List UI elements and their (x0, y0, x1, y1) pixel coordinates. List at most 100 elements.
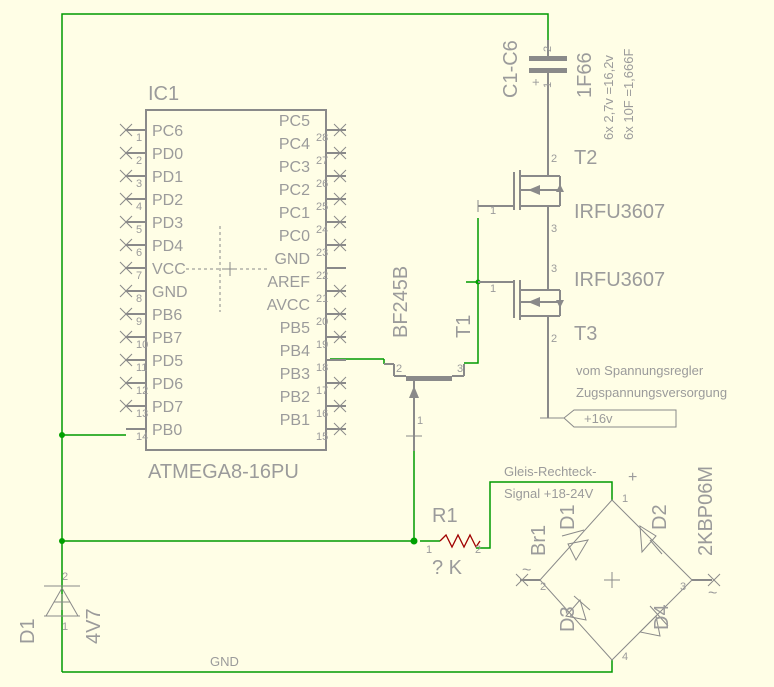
no-connect-mark (119, 284, 133, 298)
svg-text:2: 2 (542, 46, 554, 52)
no-connect-mark (333, 215, 347, 229)
svg-text:~: ~ (522, 562, 531, 579)
no-connect-mark (119, 307, 133, 321)
bridge-rectifier-br1: Gleis-Rechteck- Signal +18-24V + 1 2 3 4… (504, 464, 721, 663)
wires (61, 13, 613, 673)
wire-gates (464, 218, 479, 364)
svg-text:2: 2 (551, 333, 557, 345)
ic1-pin-number: 27 (316, 155, 328, 167)
mosfet-t2: 2 1 3 T2 IRFU3607 (477, 147, 665, 240)
zener-d1: 2 1 D1 4V7 (17, 571, 105, 644)
ic1-pin-number: 3 (136, 178, 142, 190)
ic1-pin-number: 15 (316, 431, 328, 443)
ic1-pin-number: 9 (136, 316, 142, 328)
no-connect-mark (119, 192, 133, 206)
ic1-pin-name: PC2 (279, 182, 310, 199)
ic1-pin-number: 24 (316, 224, 328, 236)
ic1-pin-number: 7 (136, 270, 142, 282)
svg-text:2: 2 (475, 544, 481, 556)
wire-signal (476, 481, 613, 549)
ic1-pin-name: PB7 (152, 330, 182, 347)
svg-text:~: ~ (708, 585, 717, 602)
no-connect-mark (119, 353, 133, 367)
r1-value: ? K (432, 557, 463, 579)
ic1-ref: IC1 (148, 83, 179, 105)
no-connect-mark (333, 192, 347, 206)
bridge-ref: Br1 (528, 525, 550, 556)
svg-text:1: 1 (490, 283, 496, 295)
ic1-pin-number: 19 (316, 339, 328, 351)
supply-line-2: Zugspannungsversorgung (576, 385, 727, 400)
r1-ref: R1 (432, 505, 458, 527)
wire-top-loop (61, 13, 549, 672)
no-connect-mark (333, 284, 347, 298)
svg-text:1: 1 (542, 82, 554, 88)
junction-r1 (410, 537, 418, 545)
ic1-pin-name: GND (274, 251, 310, 268)
svg-text:2: 2 (540, 581, 546, 593)
svg-text:3: 3 (551, 263, 557, 275)
ic1-pin-name: PB2 (280, 389, 310, 406)
svg-text:+: + (628, 469, 637, 486)
ic1-pin-number: 21 (316, 293, 328, 305)
ic1-pin-number: 11 (136, 362, 147, 374)
no-connect-mark (119, 169, 133, 183)
t2-ref: T2 (574, 147, 597, 169)
svg-text:3: 3 (551, 223, 557, 235)
cap-note-1: 6x 2,7v =16,2v (601, 55, 616, 140)
zener-value: 4V7 (83, 608, 105, 644)
no-connect-mark (119, 261, 133, 275)
ic1-body (145, 109, 327, 451)
svg-text:2: 2 (396, 363, 402, 375)
ic1-pin-number: 25 (316, 201, 328, 213)
no-connect-mark (119, 146, 133, 160)
ic1-pin-number: 2 (136, 155, 142, 167)
no-connect-mark (333, 146, 347, 160)
cap-note-2: 6x 10F =1,666F (621, 49, 636, 140)
no-connect-mark (333, 376, 347, 390)
ic1-pin-name: PC3 (279, 159, 310, 176)
bridge-value: 2KBP06M (695, 466, 717, 556)
wire-gnd (62, 660, 613, 673)
ic1-pin-name: PC0 (279, 228, 310, 245)
ic1-pin-name: PD2 (152, 192, 183, 209)
t3-value: IRFU3607 (574, 269, 665, 291)
ic1-pin-number: 16 (316, 408, 328, 420)
signal-line-1: Gleis-Rechteck- (504, 464, 596, 479)
svg-text:D4: D4 (651, 604, 673, 630)
svg-text:1: 1 (490, 205, 496, 217)
junction-pb0 (59, 432, 65, 438)
no-connect-mark (119, 123, 133, 137)
no-connect-mark (333, 238, 347, 252)
ic1-pin-number: 5 (136, 224, 142, 236)
svg-text:2: 2 (62, 571, 68, 583)
ic1-pin-number: 4 (136, 201, 142, 213)
no-connect-mark (333, 330, 347, 344)
ic1-pin-name: PB0 (152, 422, 182, 439)
no-connect-mark (119, 376, 133, 390)
ic1-pin-number: 12 (136, 385, 148, 397)
ic1-pin-number: 14 (136, 431, 148, 443)
ic1-pin-name: PD0 (152, 146, 183, 163)
ic1-pin-name: GND (152, 284, 188, 301)
zener-ref: D1 (17, 618, 39, 644)
ic1-pin-name: PD1 (152, 169, 183, 186)
ic1-pin-name: PC6 (152, 123, 183, 140)
ic1-pin-name: PD3 (152, 215, 183, 232)
ic1-pin-name: AVCC (267, 297, 310, 314)
signal-line-2: Signal +18-24V (504, 486, 594, 501)
ic1-pin-number: 13 (136, 408, 148, 420)
supply-label: +16v (584, 411, 613, 426)
svg-text:D3: D3 (557, 606, 579, 632)
no-connect-mark (119, 215, 133, 229)
no-connect-mark (333, 169, 347, 183)
svg-text:3: 3 (457, 363, 463, 375)
svg-text:1: 1 (622, 493, 628, 505)
supply-line-1: vom Spannungsregler (576, 363, 704, 378)
mosfet-t3: 3 1 2 IRFU3607 T3 (478, 240, 665, 414)
ic1-pin-number: 10 (136, 339, 148, 351)
resistor-r1: R1 ? K 1 2 (426, 505, 481, 579)
jfet-t1: 2 3 1 BF245B T1 (384, 266, 475, 451)
